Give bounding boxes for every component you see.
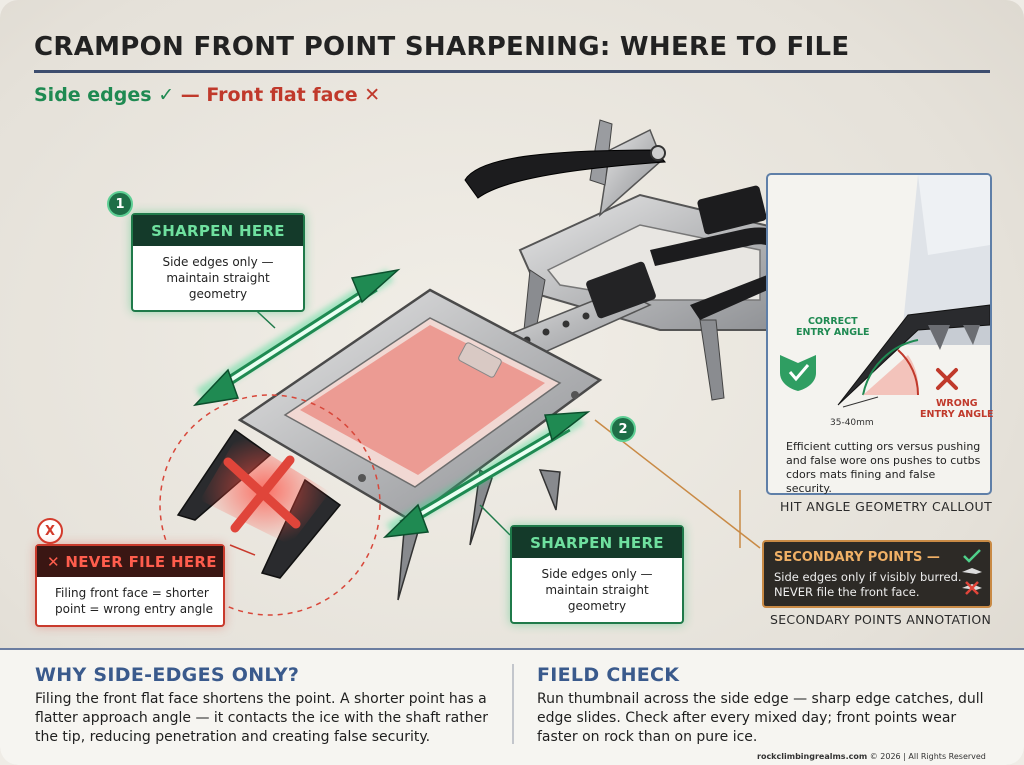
danger-zone-circle	[159, 394, 381, 616]
inset-note: Efficient cutting ors versus pushing and…	[786, 440, 981, 495]
correct-angle-label-line2: ENTRY ANGLE	[796, 327, 870, 338]
never-file-body: Filing front face = shorter point = wron…	[37, 577, 223, 625]
inset-caption: HIT ANGLE GEOMETRY CALLOUT	[780, 499, 993, 514]
point-icon	[962, 568, 982, 574]
correct-angle-label: CORRECT ENTRY ANGLE	[796, 316, 870, 338]
subtitle-separator: —	[174, 84, 207, 106]
badge-1: 1	[107, 191, 133, 217]
secondary-line2: NEVER file the front face.	[774, 585, 920, 599]
secondary-icons	[962, 549, 982, 595]
sharpen-callout-left-body: Side edges only — maintain straight geom…	[133, 246, 303, 310]
title-rule	[34, 70, 990, 73]
secondary-caption: SECONDARY POINTS ANNOTATION	[770, 612, 992, 627]
sharpen-callout-left: SHARPEN HERE Side edges only — maintain …	[131, 213, 305, 312]
secondary-line1: Side edges only if visibly burred.	[774, 570, 962, 584]
angle-geometry-inset	[766, 173, 992, 495]
sharpen-callout-left-heading: SHARPEN HERE	[133, 215, 303, 246]
why-side-edges-text: Filing the front flat face shortens the …	[35, 691, 488, 745]
sharpen-arrow-right	[382, 411, 591, 539]
sharpen-callout-right-line2: maintain straight geometry	[545, 583, 649, 613]
secondary-heading: SECONDARY POINTS —	[774, 550, 940, 565]
footer-credit: rockclimbingrealms.com © 2026 | All Righ…	[757, 752, 986, 761]
sharpen-callout-right: SHARPEN HERE Side edges only — maintain …	[510, 525, 684, 624]
wrong-angle-label-line2: ENTRY ANGLE	[920, 409, 994, 420]
badge-x: X	[37, 518, 63, 544]
binding-strap	[464, 145, 810, 320]
entry-measure-label: 35-40mm	[830, 418, 874, 428]
page-title: CRAMPON FRONT POINT SHARPENING: WHERE TO…	[34, 32, 850, 62]
wrong-angle-label: WRONG ENTRY ANGLE	[920, 398, 994, 420]
never-file-heading: ✕ NEVER FILE HERE	[37, 546, 223, 577]
check-icon	[963, 549, 981, 563]
sharpen-callout-right-line1: Side edges only —	[541, 567, 653, 581]
badge-2: 2	[610, 416, 636, 442]
inset-illustration	[780, 175, 990, 408]
never-file-line2: point = wrong entry angle	[55, 602, 213, 616]
red-x-mark	[223, 455, 301, 533]
sharpen-callout-right-heading: SHARPEN HERE	[512, 527, 682, 558]
sharpen-arrow-left	[192, 268, 401, 407]
correct-angle-label-line1: CORRECT	[807, 316, 858, 327]
footer-site[interactable]: rockclimbingrealms.com	[757, 752, 868, 761]
wrong-angle-label-line1: WRONG	[935, 398, 978, 409]
footer-rights: © 2026 | All Rights Reserved	[867, 752, 986, 761]
subtitle-bad: Front flat face ✕	[206, 84, 381, 106]
why-side-edges-heading: WHY SIDE-EDGES ONLY?	[35, 664, 300, 686]
secondary-points-annotation: SECONDARY POINTS — Side edges only if vi…	[762, 540, 992, 608]
leader-line-x	[229, 544, 256, 556]
subtitle: Side edges ✓ — Front flat face ✕	[34, 84, 380, 106]
bottom-divider	[512, 664, 514, 744]
never-file-callout: ✕ NEVER FILE HERE Filing front face = sh…	[35, 544, 225, 627]
sharpen-callout-left-line1: Side edges only —	[162, 255, 274, 269]
sharpen-callout-right-body: Side edges only — maintain straight geom…	[512, 558, 682, 622]
field-check-heading: FIELD CHECK	[537, 664, 680, 686]
never-file-line1: Filing front face = shorter	[55, 586, 209, 600]
cross-icon	[965, 581, 979, 595]
leader-line-2	[479, 504, 511, 536]
toe-frame	[237, 288, 603, 522]
subtitle-good: Side edges ✓	[34, 84, 175, 106]
field-check-text: Run thumbnail across the side edge — sha…	[537, 691, 984, 745]
sharpen-callout-left-line2: maintain straight geometry	[166, 271, 270, 301]
